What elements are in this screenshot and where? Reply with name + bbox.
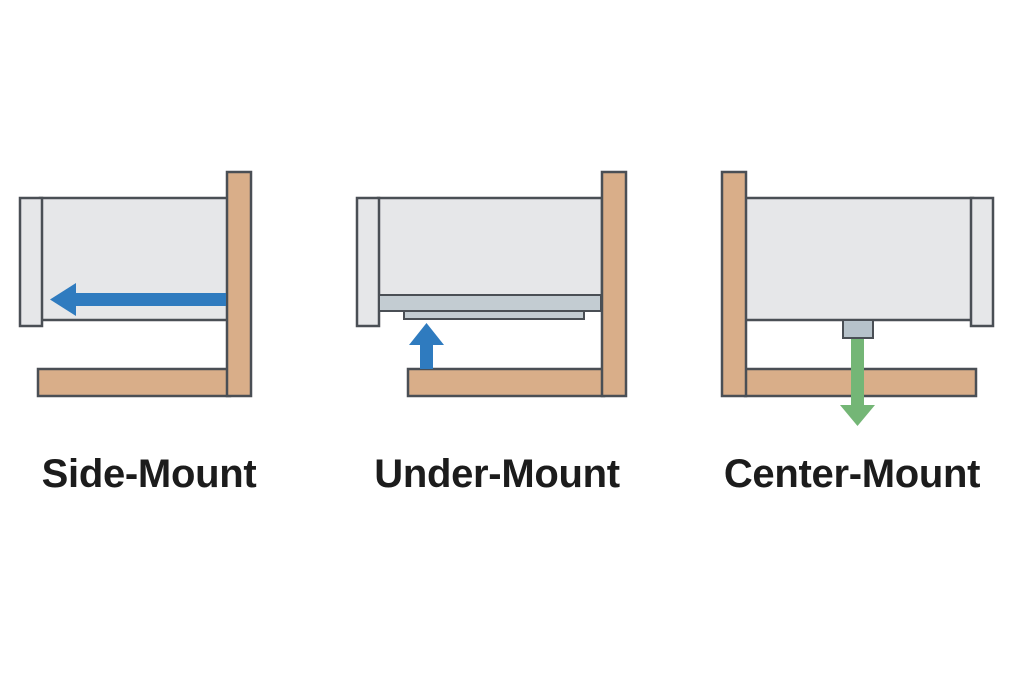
under-drawer-box [376, 196, 604, 298]
under-mount-illustration [355, 170, 628, 398]
under-slide-lower-rail [403, 310, 585, 320]
under-mount-label: Under-Mount [374, 452, 620, 496]
arrow-down-icon [840, 339, 875, 426]
under-drawer-front [355, 196, 381, 328]
center-vertical-panel [720, 170, 748, 398]
side-mount-label: Side-Mount [41, 452, 257, 496]
center-mount-illustration [720, 170, 995, 426]
under-bottom-panel [406, 367, 606, 398]
center-drawer-box [743, 196, 975, 322]
side-drawer-front [18, 196, 44, 328]
side-mount-illustration [18, 170, 253, 398]
side-bottom-panel [36, 367, 232, 398]
center-mount-label: Center-Mount [723, 452, 981, 496]
center-drawer-front [969, 196, 995, 328]
under-slide-rail [378, 294, 602, 312]
side-vertical-panel [225, 170, 253, 398]
arrow-left-icon [50, 283, 226, 316]
under-vertical-panel [600, 170, 628, 398]
arrow-up-icon [409, 323, 444, 369]
center-slide-block [842, 319, 874, 339]
